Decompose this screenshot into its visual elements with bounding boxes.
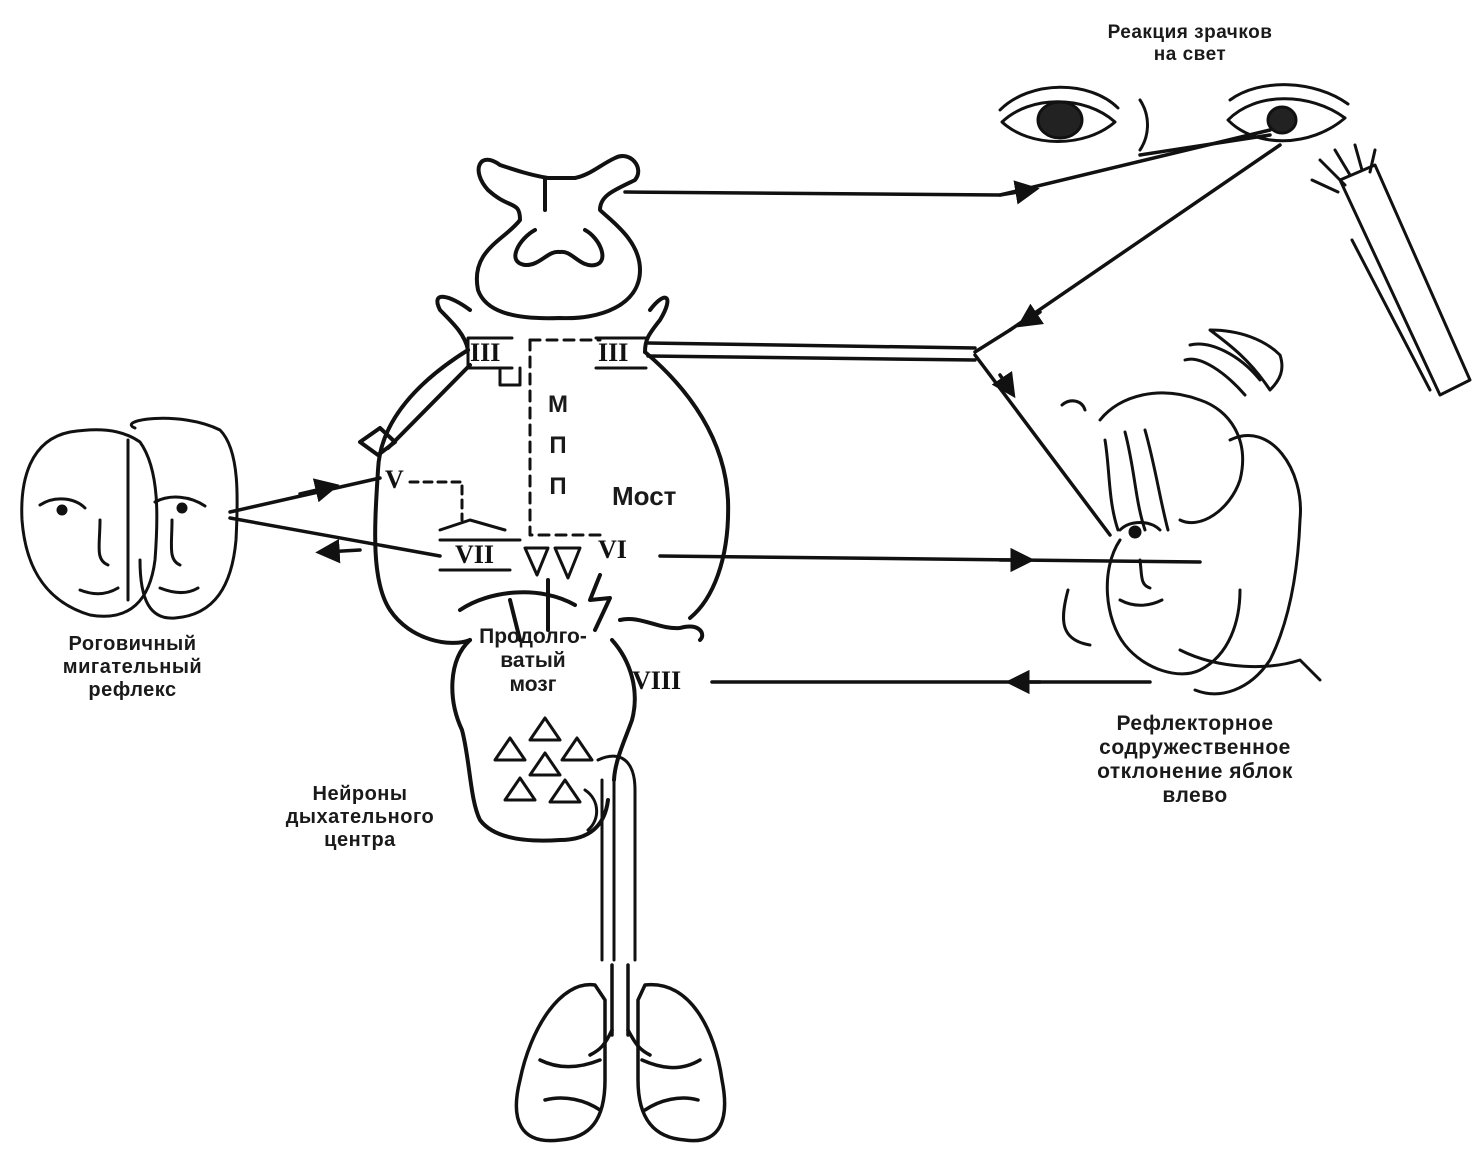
pupil-eyes-drawing xyxy=(1000,85,1348,150)
flashlight-drawing xyxy=(1312,145,1470,395)
mlf-letter-1: М xyxy=(538,385,578,426)
corneal-reflex-label: Роговичный мигательный рефлекс xyxy=(25,633,240,702)
mlf-letter-2: П xyxy=(538,426,578,467)
nerve-viii-label: VIII xyxy=(632,668,681,694)
mlf-label: М П П xyxy=(538,385,578,507)
corneal-reflex-faces-drawing xyxy=(22,418,237,618)
pupil-reaction-line-1: Реакция зрачков xyxy=(1040,22,1340,44)
medulla-line-2: ватый xyxy=(448,649,618,673)
respiratory-neurons-line-3: центра xyxy=(245,829,475,852)
corneal-reflex-line-1: Роговичный xyxy=(25,633,240,656)
reflex-pathways xyxy=(230,130,1280,682)
respiratory-neurons-line-2: дыхательного xyxy=(245,806,475,829)
medulla-line-1: Продолго- xyxy=(448,625,618,649)
oculomotor-head-drawing xyxy=(1062,330,1320,694)
nerve-vi-label: VI xyxy=(598,537,627,563)
corneal-reflex-line-3: рефлекс xyxy=(25,679,240,702)
nerve-iii-left-label: III xyxy=(470,340,500,366)
nerve-iii-right-label: III xyxy=(598,340,628,366)
medulla-label: Продолго- ватый мозг xyxy=(448,625,618,697)
pupil-reaction-label: Реакция зрачков на свет xyxy=(1040,22,1340,66)
pupil-reaction-line-2: на свет xyxy=(1040,44,1340,66)
pons-label: Мост xyxy=(612,482,712,512)
respiratory-neurons-line-1: Нейроны xyxy=(245,783,475,806)
oculomotor-reflex-line-4: влево xyxy=(1035,784,1355,808)
nerve-vii-label: VII xyxy=(455,542,494,568)
corneal-reflex-line-2: мигательный xyxy=(25,656,240,679)
lungs-drawing xyxy=(516,965,724,1141)
oculomotor-reflex-line-2: содружественное xyxy=(1035,736,1355,760)
oculomotor-reflex-label: Рефлекторное содружественное отклонение … xyxy=(1035,712,1355,809)
nerve-v-label: V xyxy=(385,467,404,493)
mlf-letter-3: П xyxy=(538,467,578,508)
oculomotor-reflex-line-1: Рефлекторное xyxy=(1035,712,1355,736)
respiratory-neurons-drawing xyxy=(495,718,592,802)
oculomotor-reflex-line-3: отклонение яблок xyxy=(1035,760,1355,784)
medulla-line-3: мозг xyxy=(448,673,618,697)
respiratory-neurons-label: Нейроны дыхательного центра xyxy=(245,783,475,852)
